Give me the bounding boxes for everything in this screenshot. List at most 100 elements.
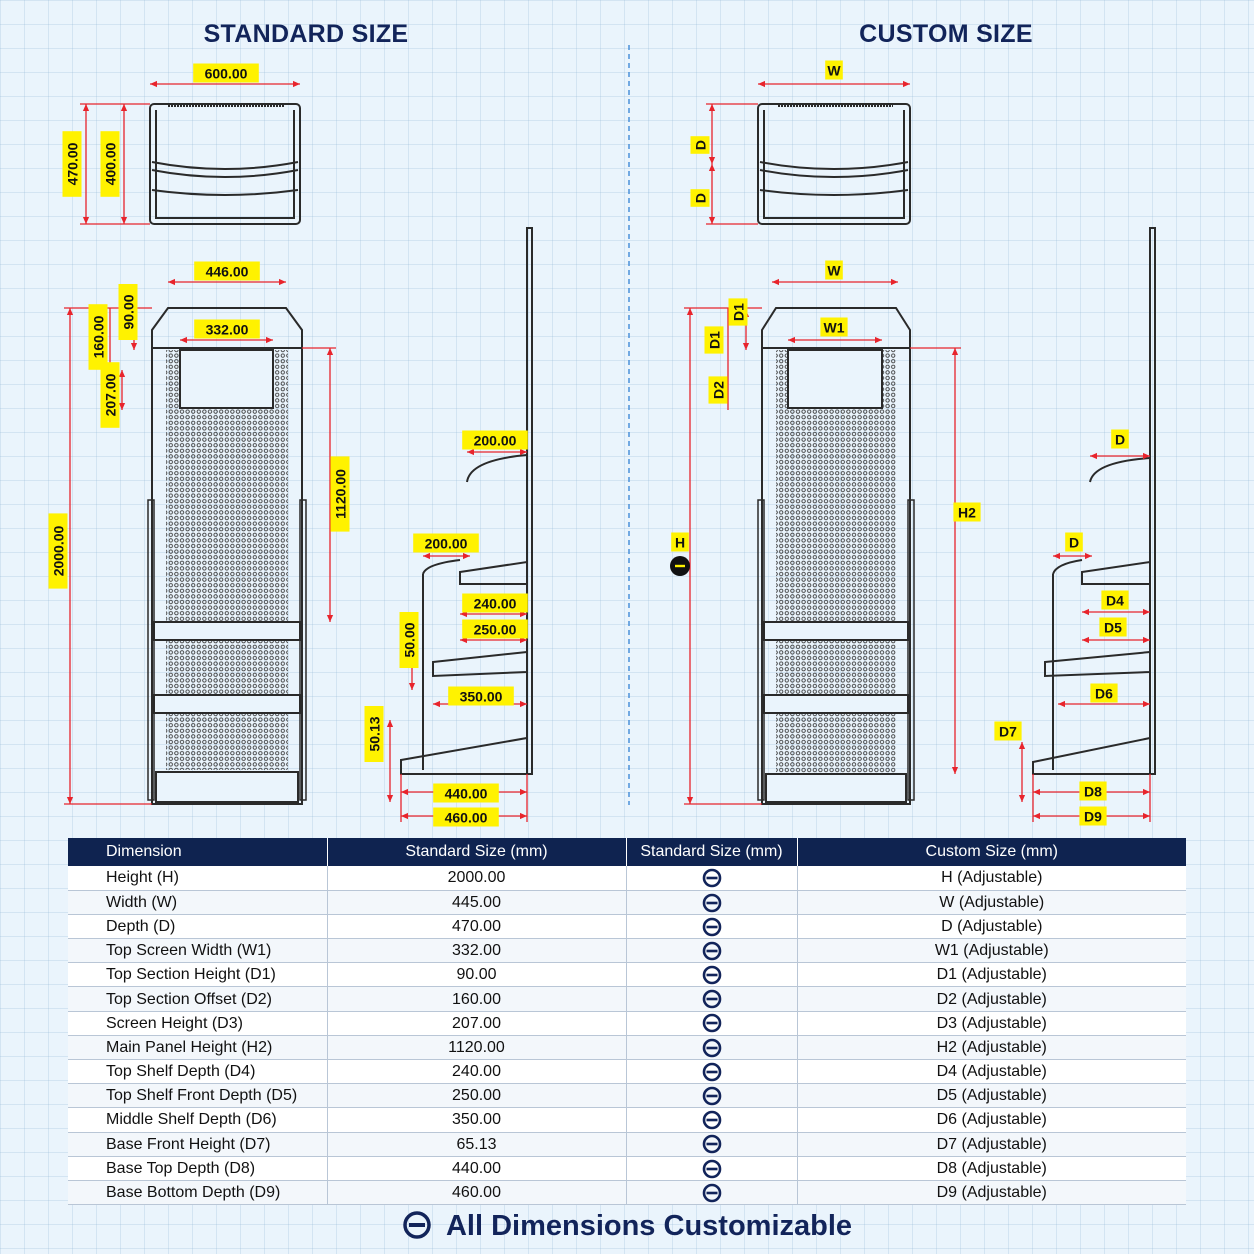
row-dimension: Depth (D): [68, 914, 328, 940]
height-adjust-icon: [670, 556, 690, 576]
dim-label-std-d4: 240.00: [462, 593, 528, 613]
adjust-circle-icon: [702, 1062, 721, 1082]
dim-label-text: D1: [731, 303, 747, 321]
dim-label-bg: [1090, 683, 1118, 703]
header-standard-size: Standard Size (mm): [327, 838, 627, 866]
adjust-circle-icon: [702, 1110, 721, 1130]
adjust-circle-icon: [702, 1038, 721, 1057]
adjust-circle-icon: [702, 1014, 721, 1033]
row-adjust-cell: [626, 1083, 798, 1109]
dim-label-text: D8: [1084, 784, 1102, 800]
dim-label-std-side-top-depth: 200.00: [462, 430, 528, 450]
row-standard-value: 160.00: [327, 986, 627, 1012]
dim-label-cus-top-width: W: [825, 60, 843, 80]
row-adjust-cell: [626, 1011, 798, 1036]
dim-label-text: D5: [1104, 620, 1122, 636]
row-custom-value: D7 (Adjustable): [797, 1132, 1186, 1157]
dim-label-text: D: [1115, 432, 1125, 448]
dim-label-cus-w1: W1: [820, 317, 848, 337]
dim-label-bg: [1079, 781, 1107, 801]
dimension-table: Dimension Standard Size (mm) Standard Si…: [68, 838, 1186, 1206]
row-dimension: Top Shelf Front Depth (D5): [68, 1083, 328, 1109]
dim-label-std-h2: 1120.00: [330, 456, 350, 532]
dim-label-bg: [193, 63, 259, 83]
adjust-circle-icon: [702, 893, 721, 912]
standard-side-view: [400, 227, 533, 775]
row-standard-value: 445.00: [327, 890, 627, 915]
dim-label-std-d1: 90.00: [118, 284, 138, 340]
header-custom-size: Custom Size (mm): [797, 838, 1186, 866]
dim-label-std-shelf-gap: 50.00: [399, 612, 419, 668]
row-dimension: Width (W): [68, 890, 328, 915]
row-standard-value: 332.00: [327, 938, 627, 964]
dim-label-text: D: [1069, 535, 1079, 551]
dim-label-text: D7: [999, 724, 1017, 740]
standard-size-title: STANDARD SIZE: [203, 20, 409, 48]
dim-label-bg: [364, 706, 384, 762]
table-row: Depth (D)470.00 D (Adjustable): [68, 914, 1186, 940]
dim-label-bg: [690, 189, 710, 207]
dim-label-bg: [728, 298, 748, 326]
dim-label-std-d8: 440.00: [433, 783, 499, 803]
dim-label-std-top-width: 600.00: [193, 63, 259, 83]
row-custom-value: D9 (Adjustable): [797, 1180, 1186, 1206]
dim-label-bg: [100, 131, 120, 197]
dim-label-bg: [1099, 617, 1127, 637]
standard-top-view: [149, 103, 301, 225]
adjust-circle-icon: [702, 1086, 721, 1106]
dim-label-text: 400.00: [103, 142, 119, 185]
dim-label-text: D9: [1084, 809, 1102, 825]
dim-label-text: D: [693, 140, 709, 150]
row-standard-value: 440.00: [327, 1156, 627, 1181]
dim-label-text: 50.00: [402, 622, 418, 657]
dim-label-bg: [1111, 429, 1129, 449]
dim-label-std-top-depth-total: 470.00: [62, 131, 82, 197]
dim-label-std-screen-width: 332.00: [194, 319, 260, 339]
dim-label-text: W1: [824, 320, 845, 336]
row-adjust-cell: [626, 1156, 798, 1181]
row-dimension: Base Front Height (D7): [68, 1132, 328, 1157]
custom-dimension-lines: [684, 80, 1151, 822]
dim-label-text: 440.00: [445, 786, 488, 802]
dim-label-bg: [820, 317, 848, 337]
row-dimension: Main Panel Height (H2): [68, 1035, 328, 1061]
dim-label-cus-side-shelf: D: [1065, 532, 1083, 552]
row-standard-value: 240.00: [327, 1059, 627, 1085]
row-standard-value: 2000.00: [327, 866, 627, 891]
dim-label-text: D6: [1095, 686, 1113, 702]
adjust-circle-icon: [702, 941, 721, 961]
row-custom-value: D1 (Adjustable): [797, 962, 1186, 988]
header-standard-size-icon: Standard Size (mm): [626, 838, 798, 866]
row-adjust-cell: [626, 1180, 798, 1206]
dim-label-text: 207.00: [103, 373, 119, 416]
dim-label-text: 446.00: [206, 264, 249, 280]
row-custom-value: D (Adjustable): [797, 914, 1186, 940]
dim-label-cus-front-width: W: [825, 260, 843, 280]
dim-label-bg: [1079, 806, 1107, 826]
dim-label-bg: [433, 783, 499, 803]
header-dimension: Dimension: [68, 838, 328, 866]
technical-drawing: 600.00470.00400.00446.00332.0090.00160.0…: [48, 45, 1156, 827]
dim-label-std-d6: 350.00: [448, 686, 514, 706]
row-standard-value: 470.00: [327, 914, 627, 940]
dim-label-std-d7: 50.13: [364, 706, 384, 762]
row-standard-value: 90.00: [327, 962, 627, 988]
dim-label-text: 460.00: [445, 810, 488, 826]
dim-label-bg: [194, 261, 260, 281]
dim-label-cus-h: H: [671, 532, 689, 552]
adjust-circle-icon: [702, 917, 721, 937]
dim-label-text: H: [675, 535, 685, 551]
adjust-circle-icon: [702, 989, 721, 1009]
dim-label-text: 470.00: [65, 142, 81, 185]
row-custom-value: W (Adjustable): [797, 890, 1186, 915]
dim-label-text: 240.00: [474, 596, 517, 612]
dim-label-cus-top-d-upper: D: [690, 136, 710, 154]
dim-label-std-d9: 460.00: [433, 807, 499, 827]
